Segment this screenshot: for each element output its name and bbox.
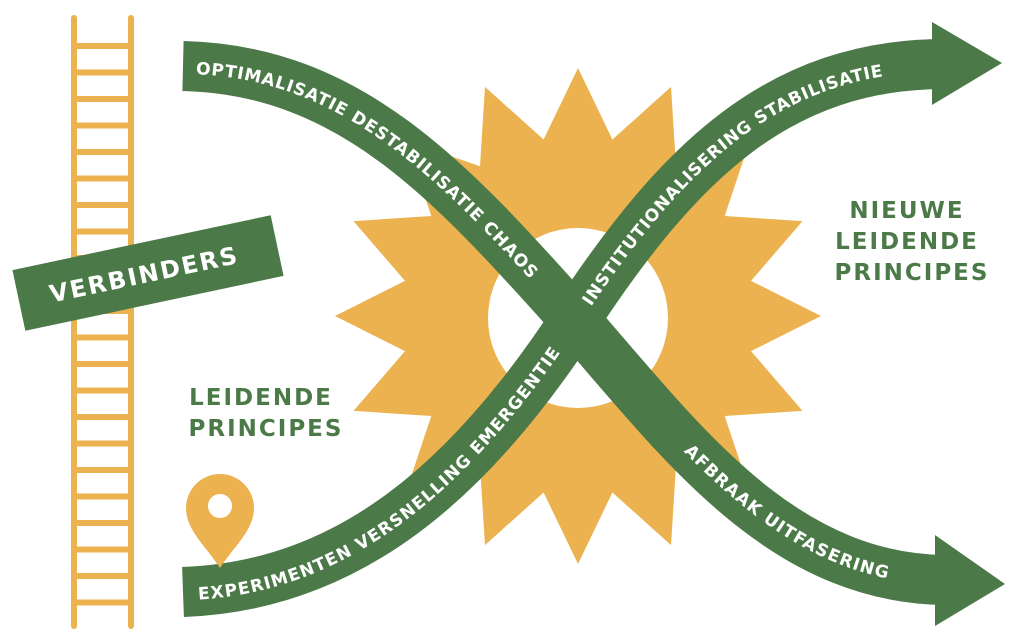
arrow-head-icon — [932, 22, 1002, 105]
ladder-icon — [71, 15, 134, 629]
leidende-principes-label: LEIDENDE PRINCIPES — [189, 385, 344, 442]
map-pin-icon — [186, 474, 254, 568]
nieuwe-leidende-principes-label: NIEUWE LEIDENDE PRINCIPES — [835, 198, 990, 286]
verbinders-banner: VERBINDERS — [12, 215, 284, 331]
rising-curve — [181, 22, 1002, 617]
arrow-head-icon — [935, 535, 1005, 626]
